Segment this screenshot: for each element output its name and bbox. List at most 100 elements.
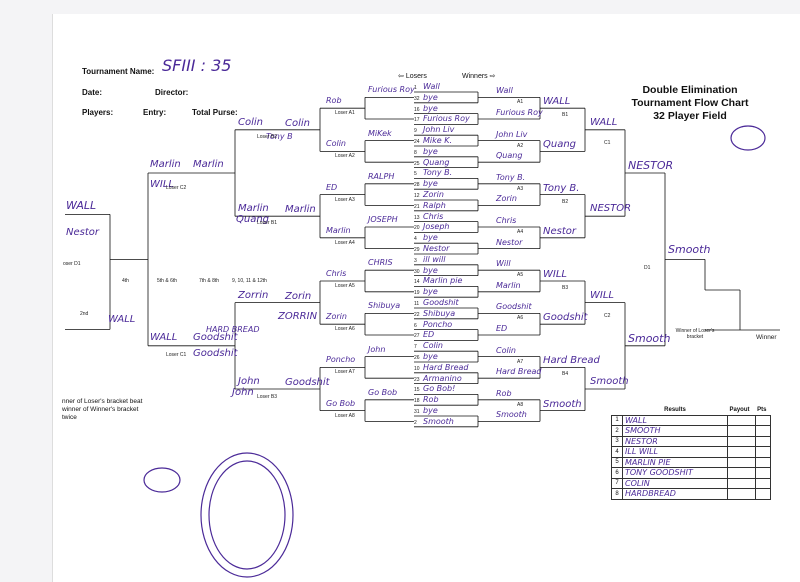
players-label: Players: (82, 108, 114, 117)
results-payout: Payout (729, 406, 750, 413)
results-payout-cell (727, 435, 756, 447)
results-rank: 2 (611, 425, 623, 437)
results-payout-cell (727, 414, 756, 426)
results-payout-cell (727, 456, 756, 468)
placement-4th: 4th (122, 278, 129, 284)
misc-wall-bottom: WALL (108, 314, 136, 326)
results-pts-cell (754, 456, 772, 468)
title-line-1: Double Elimination (642, 84, 738, 96)
winners-r1-name: Nestor (496, 237, 523, 247)
winners-r3-name: WALL (590, 116, 618, 128)
results-pts-cell (754, 435, 772, 447)
results-rank: 5 (611, 456, 623, 468)
winners-r1-name: Zorin (496, 194, 517, 204)
losers-r6-name: Marlin (193, 159, 224, 170)
box-label-a6: A6 (517, 315, 524, 322)
winners-r1-name: Marlin (496, 280, 521, 290)
losers-r1-name: Go Bob (368, 387, 398, 397)
results-payout-cell (727, 477, 756, 489)
seed-number: 7 (414, 344, 417, 351)
seed-name: ED (423, 330, 435, 340)
winners-r2-name: WILL (543, 269, 567, 280)
losers-r2-name: Zorin (326, 312, 347, 322)
seed-name: Ralph (423, 200, 446, 210)
seed-name: Zorin (423, 190, 444, 199)
results-name: HARDBREAD (622, 488, 728, 500)
box-label-loser-b2: Loser B2 (257, 133, 278, 140)
box-label-loser-c2: Loser C2 (166, 185, 187, 191)
seed-name: Joseph (423, 222, 450, 232)
losers-r3-name: Goodshit (285, 377, 330, 388)
results-rank: 8 (611, 488, 623, 500)
seed-name: bye (423, 287, 438, 297)
placement-2nd: 2nd (80, 311, 89, 317)
box-label-a7: A7 (517, 358, 524, 365)
results-name: COLIN (622, 477, 728, 489)
chart-title: Double Elimination Tournament Flow Chart… (610, 84, 770, 123)
losers-r2-name: Go Bob (326, 398, 356, 408)
seed-name: bye (423, 103, 438, 113)
entry-label: Entry: (143, 108, 167, 117)
box-label-loser-d1: oser D1 (63, 261, 81, 268)
misc-john: John (232, 387, 254, 398)
box-label-d1: D1 (644, 265, 651, 272)
box-label-loser-a4: Loser A4 (335, 239, 355, 246)
seed-name: Goodshit (423, 298, 459, 307)
seed-name: Chris (423, 211, 444, 221)
winners-text: Winners (462, 73, 488, 80)
winners-r2-name: Quang (543, 139, 577, 151)
winners-r1-name: Hard Bread (496, 367, 542, 377)
title-line-2: Tournament Flow Chart (631, 97, 749, 109)
seed-name: Smooth (423, 416, 454, 426)
seed-number: 19 (414, 290, 420, 297)
tournament-name-value: SFIII : 35 (162, 56, 232, 75)
box-label-loser-c1: Loser C1 (166, 351, 187, 358)
seed-number: 8 (414, 149, 417, 156)
results-payout-cell (727, 488, 756, 500)
winners-r1-name: Tony B. (496, 172, 526, 182)
date-label: Date: (82, 88, 103, 97)
seed-number: 26 (414, 355, 420, 361)
winners-r2-name: Smooth (543, 398, 582, 410)
director-label: Director: (155, 88, 189, 97)
seed-number: 29 (414, 247, 420, 253)
winners-r4-name: NESTOR (628, 159, 674, 172)
losers-r5-name: Colin (238, 116, 263, 128)
winners-r1-name: John Liv (496, 129, 528, 139)
box-label-loser-b1: Loser B1 (257, 220, 278, 227)
box-label-loser-b3: Loser B3 (257, 394, 278, 400)
box-label-a8: A8 (517, 401, 524, 408)
box-label-loser-a6: Loser A6 (335, 326, 355, 333)
seed-number: 15 (414, 387, 420, 394)
misc-hardbread: HARD BREAD (206, 324, 260, 334)
winners-r2-name: WALL (543, 96, 571, 108)
seed-number: 23 (414, 376, 420, 383)
losers-r1-name: MiKek (368, 128, 392, 138)
seed-number: 5 (414, 171, 417, 178)
losers-r1-name: Shibuya (368, 301, 401, 311)
seed-number: 28 (414, 182, 420, 189)
seed-name: bye (423, 406, 438, 415)
results-name: NESTOR (622, 435, 728, 447)
seed-number: 6 (414, 322, 417, 329)
losers-r7-name: Marlin (150, 159, 181, 170)
results-rank: 6 (611, 467, 623, 479)
results-pts-cell (754, 488, 772, 500)
results-name: TONY GOODSHIT (622, 467, 728, 479)
results-rank: 4 (611, 446, 623, 458)
losers-r6-name: Goodshit (193, 331, 238, 343)
title-line-3: 32 Player Field (653, 110, 727, 122)
results-title: Results (664, 406, 686, 413)
seed-number: 14 (414, 279, 420, 286)
results-pts-cell (754, 414, 772, 426)
losers-r5-name: Zorrin (238, 289, 269, 301)
winners-r1-name: Furious Roy (496, 108, 543, 117)
tournament-name-label: Tournament Name: (82, 67, 155, 76)
results-pts-cell (754, 467, 772, 479)
seed-name: Furious Roy (423, 114, 470, 124)
losers-r2-name: Rob (326, 96, 342, 106)
seed-name: Marlin pie (423, 276, 463, 286)
